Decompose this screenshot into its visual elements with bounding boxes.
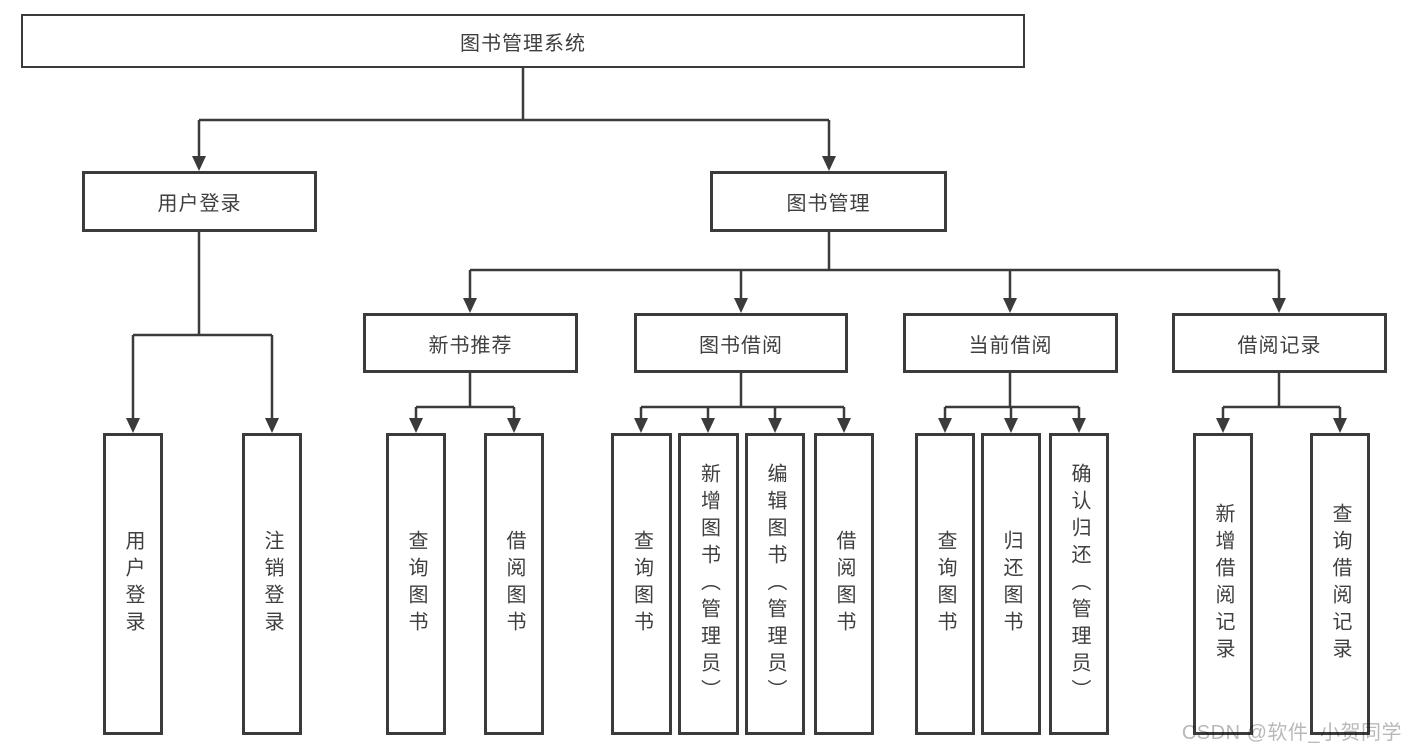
connector-current-borrowing-children xyxy=(938,373,1086,433)
leaf-label: 借阅图书 xyxy=(503,530,525,638)
leaf-label: 查询图书 xyxy=(630,530,653,638)
leaf-label: 查询图书 xyxy=(934,530,956,638)
leaf-add-books-admin: 新增图书（管理员） xyxy=(678,433,739,735)
leaf-label: 借阅图书 xyxy=(833,530,855,638)
connector-book-management-children xyxy=(463,232,1286,313)
node-new-book-recommendation: 新书推荐 xyxy=(363,313,578,373)
connector-root-to-level2 xyxy=(192,68,836,171)
connector-borrowing-records-children xyxy=(1216,373,1347,433)
leaf-label: 注销登录 xyxy=(261,530,283,638)
leaf-return-books: 归还图书 xyxy=(981,433,1041,735)
connector-user-login-children xyxy=(126,232,279,433)
leaf-label: 编辑图书（管理员） xyxy=(764,462,786,706)
leaf-label: 新增借阅记录 xyxy=(1212,503,1234,665)
leaf-add-borrow-record: 新增借阅记录 xyxy=(1193,433,1253,735)
leaf-borrow-books-recommend: 借阅图书 xyxy=(484,433,544,735)
connector-book-borrowing-children xyxy=(634,373,851,433)
leaf-query-borrow-record: 查询借阅记录 xyxy=(1310,433,1370,735)
leaf-label: 查询图书 xyxy=(405,530,427,638)
node-borrowing-records: 借阅记录 xyxy=(1172,313,1387,373)
leaf-query-books-current: 查询图书 xyxy=(915,433,975,735)
node-user-login: 用户登录 xyxy=(82,171,317,232)
node-book-management: 图书管理 xyxy=(710,171,947,232)
leaf-query-books-borrowing: 查询图书 xyxy=(611,433,672,735)
leaf-label: 归还图书 xyxy=(1000,530,1022,638)
leaf-borrow-books-borrowing: 借阅图书 xyxy=(814,433,874,735)
node-book-borrowing: 图书借阅 xyxy=(634,313,848,373)
leaf-label: 新增图书（管理员） xyxy=(697,462,720,706)
leaf-edit-books-admin: 编辑图书（管理员） xyxy=(745,433,805,735)
connector-new-book-children xyxy=(409,373,521,433)
leaf-label: 用户登录 xyxy=(122,530,144,638)
leaf-query-books-recommend: 查询图书 xyxy=(386,433,446,735)
leaf-label: 查询借阅记录 xyxy=(1329,503,1351,665)
node-root-system: 图书管理系统 xyxy=(21,14,1025,68)
leaf-confirm-return-admin: 确认归还（管理员） xyxy=(1049,433,1109,735)
leaf-user-login: 用户登录 xyxy=(103,433,163,735)
csdn-watermark: CSDN @软件_小贺同学 xyxy=(1181,722,1402,744)
node-current-borrowing: 当前借阅 xyxy=(903,313,1118,373)
leaf-label: 确认归还（管理员） xyxy=(1068,462,1090,706)
leaf-logout-login: 注销登录 xyxy=(242,433,302,735)
